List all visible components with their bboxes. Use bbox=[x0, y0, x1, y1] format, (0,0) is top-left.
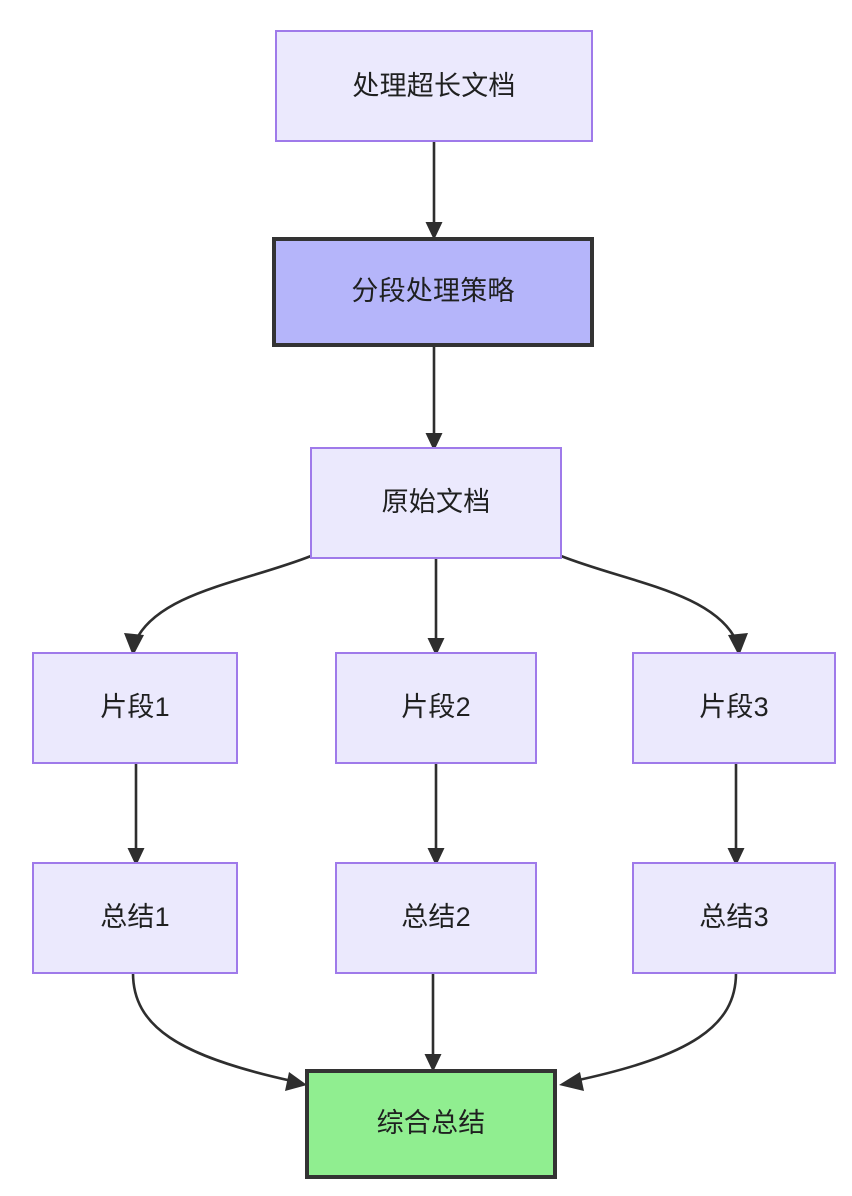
node-summary-3[interactable]: 总结3 bbox=[632, 862, 836, 974]
node-box[interactable] bbox=[632, 862, 836, 974]
edge-line bbox=[131, 972, 293, 1083]
edge-original-to-fragment2 bbox=[427, 558, 445, 656]
arrow-head-icon bbox=[425, 222, 443, 240]
edge-process-to-strategy bbox=[425, 141, 443, 240]
edge-line bbox=[573, 972, 738, 1083]
node-summary-2[interactable]: 总结2 bbox=[335, 862, 537, 974]
arrow-head-icon bbox=[559, 1072, 584, 1091]
node-box[interactable] bbox=[305, 1069, 557, 1179]
node-box[interactable] bbox=[335, 652, 537, 764]
node-box[interactable] bbox=[632, 652, 836, 764]
node-comprehensive-summary[interactable]: 综合总结 bbox=[305, 1069, 557, 1179]
node-box[interactable] bbox=[275, 30, 593, 142]
node-label: 综合总结 bbox=[377, 1108, 486, 1138]
node-box[interactable] bbox=[32, 652, 238, 764]
arrow-head-icon bbox=[124, 633, 144, 656]
arrow-head-icon bbox=[728, 633, 748, 656]
node-chunking-strategy[interactable]: 分段处理策略 bbox=[272, 237, 594, 347]
node-box[interactable] bbox=[335, 862, 537, 974]
node-fragment-3[interactable]: 片段3 bbox=[632, 652, 836, 764]
node-layer: 处理超长文档 分段处理策略 原始文档 片段1 片段2 片段3 bbox=[32, 30, 836, 1179]
arrow-head-icon bbox=[285, 1072, 307, 1091]
edge-summary2-to-final bbox=[424, 973, 442, 1072]
edge-summary3-to-final bbox=[559, 972, 738, 1091]
node-label: 总结2 bbox=[401, 902, 471, 932]
edge-original-to-fragment3 bbox=[560, 554, 748, 656]
edge-strategy-to-original bbox=[425, 347, 443, 451]
node-summary-1[interactable]: 总结1 bbox=[32, 862, 238, 974]
edge-line bbox=[560, 554, 738, 641]
node-label: 总结3 bbox=[699, 902, 769, 932]
node-box[interactable] bbox=[310, 447, 562, 559]
node-label: 总结1 bbox=[100, 902, 170, 932]
node-label: 片段1 bbox=[100, 692, 170, 722]
edge-fragment1-to-summary1 bbox=[127, 763, 145, 866]
node-process-long-document[interactable]: 处理超长文档 bbox=[275, 30, 593, 142]
node-label: 片段3 bbox=[699, 692, 769, 722]
arrow-head-icon bbox=[425, 433, 443, 451]
arrow-head-icon bbox=[427, 638, 445, 656]
edge-line bbox=[134, 554, 312, 641]
edge-fragment2-to-summary2 bbox=[427, 763, 445, 866]
node-original-document[interactable]: 原始文档 bbox=[310, 447, 562, 559]
node-label: 分段处理策略 bbox=[351, 276, 514, 306]
node-label: 处理超长文档 bbox=[352, 71, 515, 101]
node-label: 原始文档 bbox=[382, 487, 491, 517]
arrow-head-icon bbox=[127, 848, 145, 866]
edge-layer bbox=[124, 141, 748, 1091]
arrow-head-icon bbox=[427, 848, 445, 866]
edge-fragment3-to-summary3 bbox=[727, 763, 745, 866]
arrow-head-icon bbox=[424, 1054, 442, 1072]
node-box[interactable] bbox=[32, 862, 238, 974]
edge-original-to-fragment1 bbox=[124, 554, 312, 656]
node-fragment-1[interactable]: 片段1 bbox=[32, 652, 238, 764]
arrow-head-icon bbox=[727, 848, 745, 866]
node-box[interactable] bbox=[272, 237, 594, 347]
node-fragment-2[interactable]: 片段2 bbox=[335, 652, 537, 764]
node-label: 片段2 bbox=[401, 692, 471, 722]
edge-summary1-to-final bbox=[131, 972, 307, 1091]
